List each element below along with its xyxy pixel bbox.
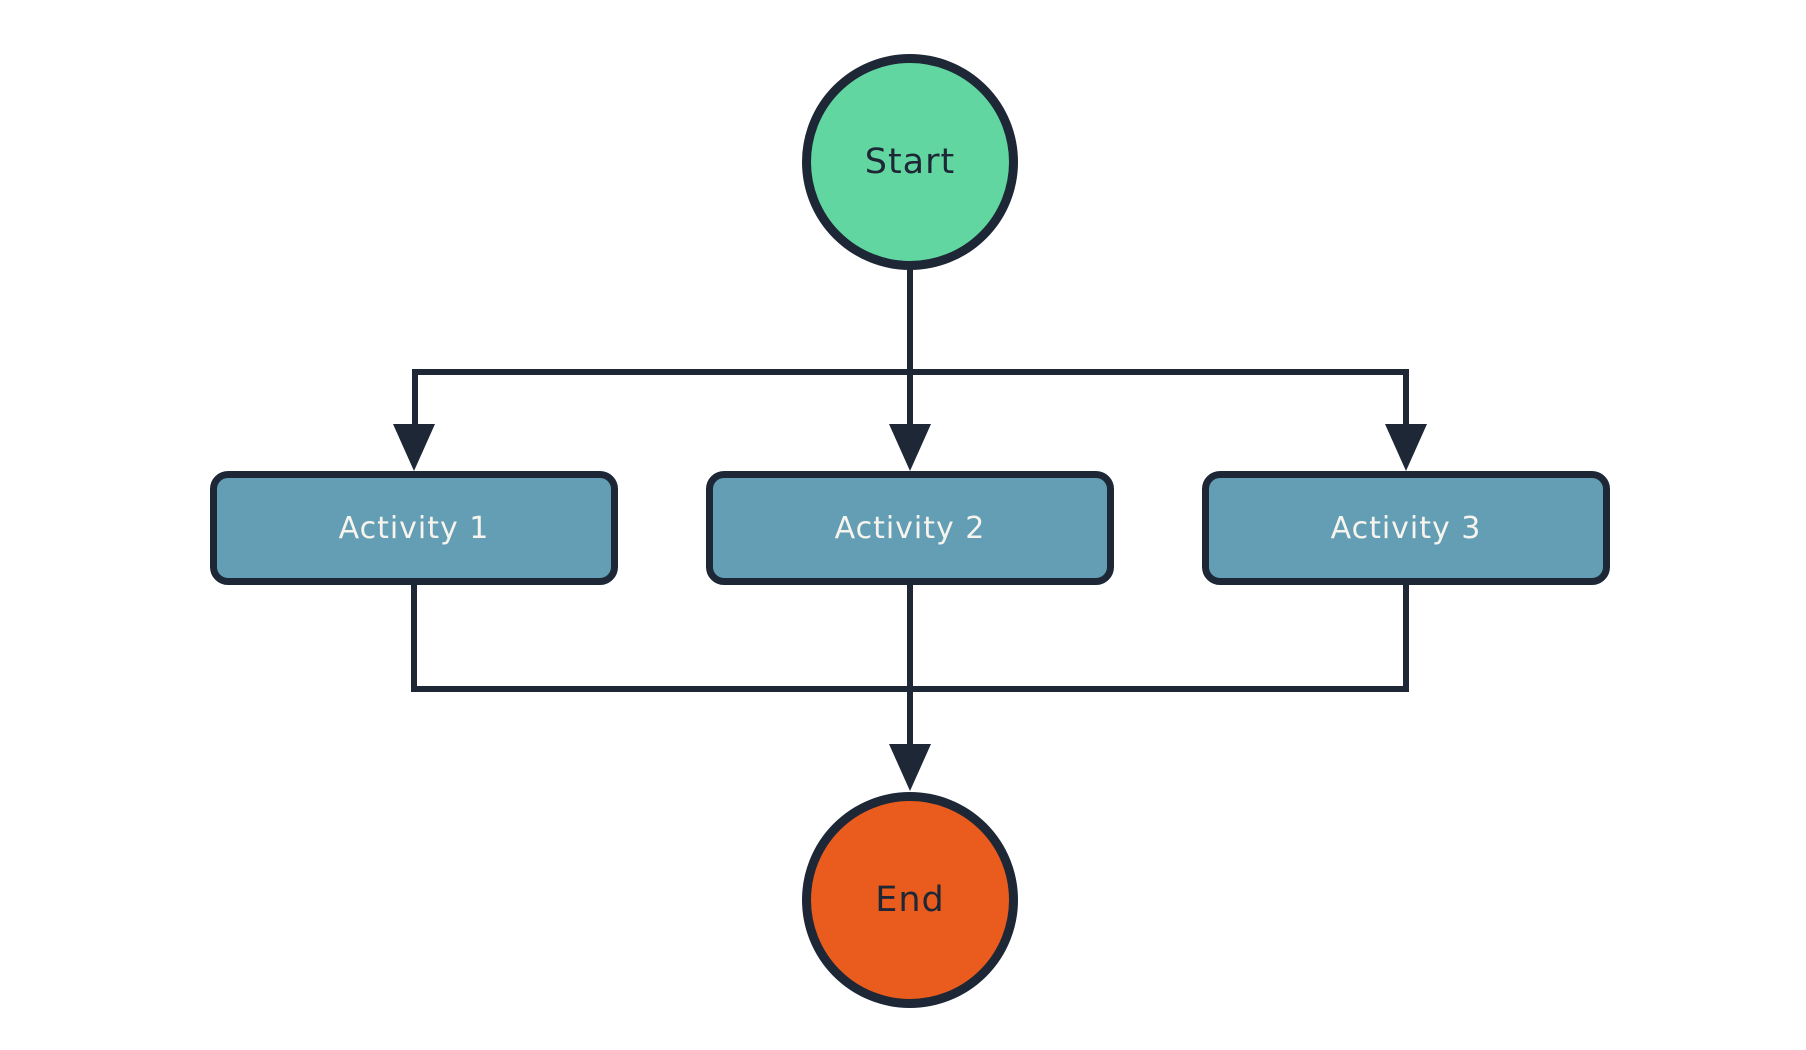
edge-merge-to-end bbox=[907, 686, 913, 744]
edge-activity2-to-merge bbox=[907, 583, 913, 692]
node-end: End bbox=[802, 792, 1018, 1008]
node-activity1-label: Activity 1 bbox=[338, 510, 490, 546]
arrowhead-into-activity3 bbox=[1385, 424, 1427, 471]
arrowhead-into-activity2 bbox=[889, 424, 931, 471]
arrowhead-into-end bbox=[889, 744, 931, 791]
edge-branch-to-activity3 bbox=[1403, 369, 1409, 424]
edge-start-to-activity2 bbox=[907, 262, 913, 424]
node-start-label: Start bbox=[864, 142, 956, 182]
node-activity3-label: Activity 3 bbox=[1330, 510, 1482, 546]
edge-activity1-to-merge bbox=[411, 583, 417, 692]
node-activity2-label: Activity 2 bbox=[834, 510, 986, 546]
node-activity1: Activity 1 bbox=[210, 471, 618, 585]
fork-branch-line bbox=[412, 369, 1409, 375]
arrowhead-into-activity1 bbox=[393, 424, 435, 471]
edge-branch-to-activity1 bbox=[412, 369, 418, 424]
node-activity2: Activity 2 bbox=[706, 471, 1114, 585]
node-start: Start bbox=[802, 54, 1018, 270]
edge-activity3-to-merge bbox=[1403, 583, 1409, 692]
node-activity3: Activity 3 bbox=[1202, 471, 1610, 585]
node-end-label: End bbox=[875, 880, 945, 920]
